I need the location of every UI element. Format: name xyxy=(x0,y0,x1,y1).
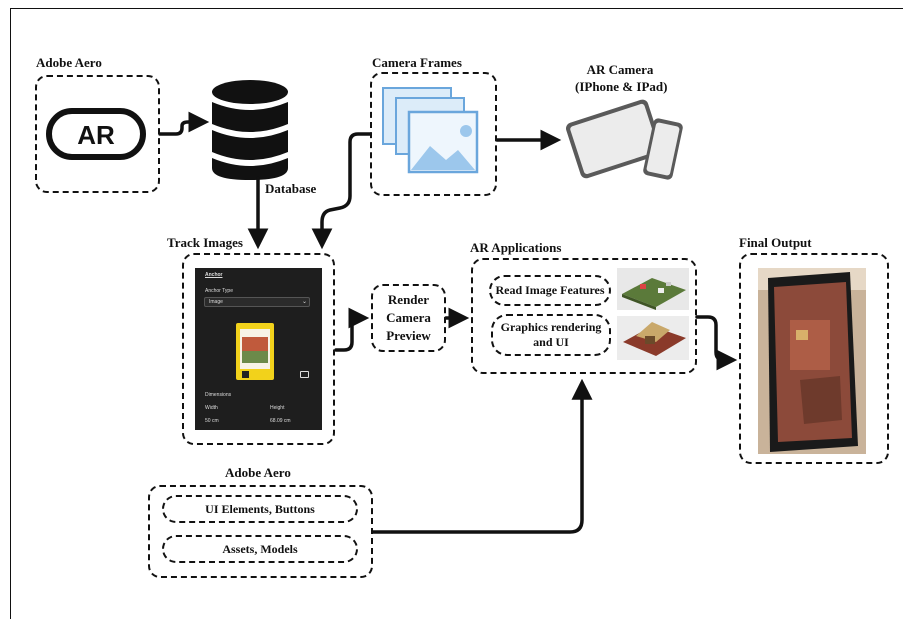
read-image-features-pill: Read Image Features xyxy=(489,275,611,306)
render-line1: Render xyxy=(387,292,430,307)
track-images-label: Track Images xyxy=(167,235,243,250)
height-value: 68.09 cm xyxy=(270,418,291,424)
database-icon xyxy=(212,80,288,180)
anchor-type-label: Anchor Type xyxy=(205,288,233,294)
marker-image xyxy=(236,323,274,380)
graphics-line1: Graphics rendering xyxy=(500,320,602,334)
arrow-aero-to-database xyxy=(158,111,210,136)
adobe-aero-top-label: Adobe Aero xyxy=(36,55,102,70)
frame-left-line xyxy=(10,8,11,619)
game-board-thumbnail xyxy=(617,268,689,310)
anchor-panel: Anchor Anchor Type Image ⌄ Dimensions Wi… xyxy=(195,268,322,430)
arrow-frames-to-track xyxy=(311,132,372,250)
arrow-aero-to-apps xyxy=(371,378,593,534)
connector-arrows xyxy=(158,111,738,534)
anchor-panel-title: Anchor xyxy=(205,272,223,278)
chevron-down-icon: ⌄ xyxy=(302,299,308,305)
arrow-apps-to-final xyxy=(695,315,738,371)
anchor-type-select[interactable]: Image ⌄ xyxy=(204,297,310,307)
adobe-aero-bottom-label: Adobe Aero xyxy=(225,465,291,480)
anchor-type-value: Image xyxy=(209,299,223,305)
ar-logo-text: AR xyxy=(77,120,115,150)
dimensions-label: Dimensions xyxy=(205,392,232,398)
camera-frames-label: Camera Frames xyxy=(372,55,462,70)
database-label: Database xyxy=(265,181,317,196)
graphics-rendering-pill: Graphics rendering and UI xyxy=(491,314,611,356)
render-line3: Preview xyxy=(386,328,431,343)
render-camera-preview-text: Render Camera Preview xyxy=(373,291,444,345)
height-label: Height xyxy=(270,405,285,411)
final-output-photo xyxy=(758,268,866,454)
ar-camera-title: AR Camera xyxy=(586,62,654,77)
width-value: 50 cm xyxy=(205,418,219,424)
width-label: Width xyxy=(205,405,218,411)
arrow-track-to-render xyxy=(334,307,370,352)
ar-applications-label: AR Applications xyxy=(470,240,562,255)
track-images-box xyxy=(182,253,335,445)
final-output-label: Final Output xyxy=(739,235,812,250)
tablet-phone-icon xyxy=(566,99,683,180)
ar-camera-devices: (IPhone & IPad) xyxy=(575,79,668,94)
frame-top-line xyxy=(10,8,903,9)
house-model-thumbnail xyxy=(617,316,689,360)
camera-frames-icon xyxy=(382,87,479,174)
assets-models-pill: Assets, Models xyxy=(162,535,358,563)
graphics-line2: and UI xyxy=(533,335,569,349)
render-line2: Camera xyxy=(386,310,431,325)
folder-icon[interactable] xyxy=(300,371,309,378)
ar-logo-icon: AR xyxy=(46,108,146,160)
ar-camera-label: AR Camera (IPhone & IPad) xyxy=(575,61,668,95)
ui-elements-pill: UI Elements, Buttons xyxy=(162,495,358,523)
final-output-box xyxy=(739,253,889,464)
